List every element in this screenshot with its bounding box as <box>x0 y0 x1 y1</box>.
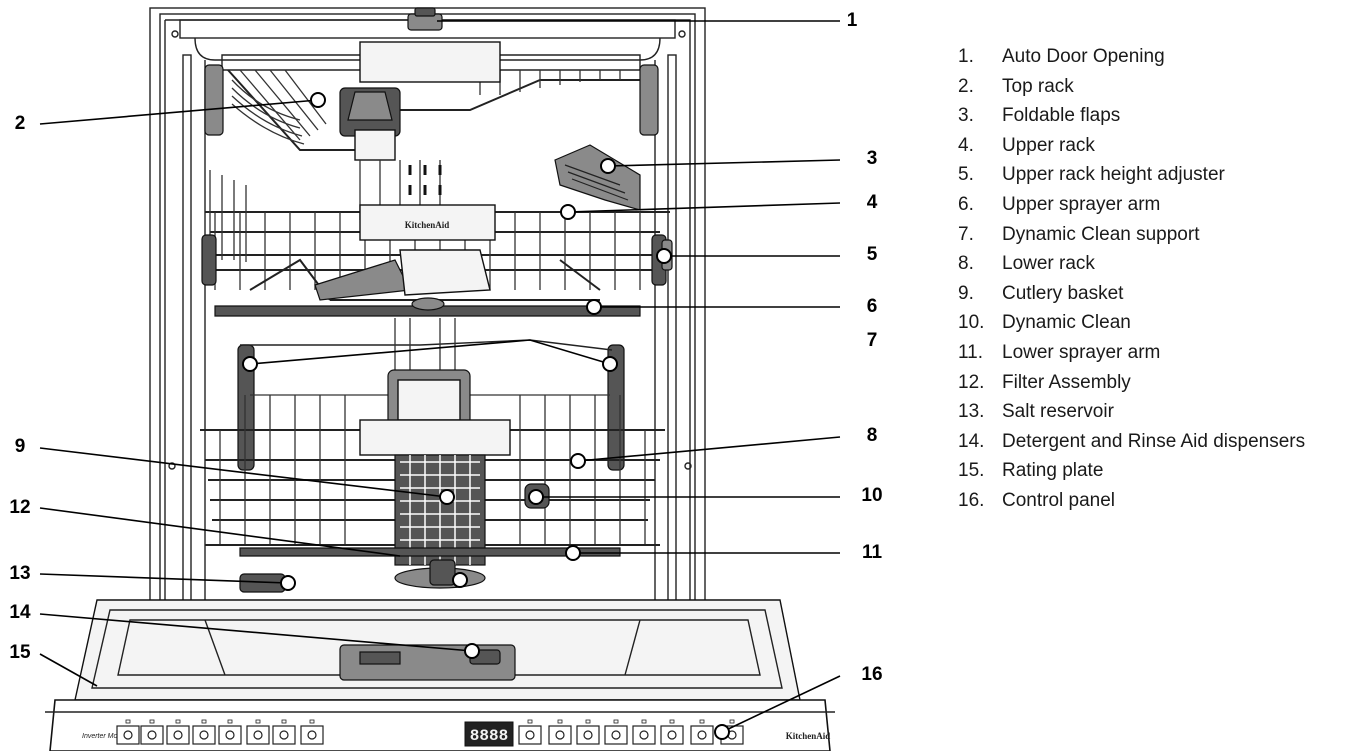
dynamic-clean-support <box>237 318 625 471</box>
drying-icon <box>576 719 600 745</box>
auto-door-opening <box>407 7 443 31</box>
legend-label: Detergent and Rinse Aid dispensers <box>1002 430 1306 452</box>
legend-label: Top rack <box>1002 75 1074 97</box>
callout-9: 9 <box>14 436 26 457</box>
legend-label: Rating plate <box>1002 460 1104 482</box>
eco-icon <box>140 719 164 745</box>
leader-lines <box>39 20 841 733</box>
legend-number: 1. <box>958 46 974 67</box>
display-digits: 8888 <box>470 727 508 745</box>
callout-13: 13 <box>9 563 31 584</box>
legend-label: Control panel <box>1002 489 1116 511</box>
half-load-icon <box>548 719 572 745</box>
legend-number: 6. <box>958 193 974 215</box>
inverter-motor-logo: Inverter Motor <box>82 733 126 740</box>
program-icon <box>166 719 190 745</box>
foldable-flaps <box>554 144 641 211</box>
legend-number: 8. <box>958 253 974 275</box>
legend-label: Foldable flaps <box>1002 105 1121 127</box>
upper-rack: KitchenAid <box>205 170 670 301</box>
legend-label: Upper rack height adjuster <box>1002 164 1225 186</box>
legend-label: Filter Assembly <box>1002 371 1131 393</box>
legend-number: 3. <box>958 105 974 127</box>
legend-item: 6. Upper sprayer arm <box>958 190 1305 220</box>
callout-7: 7 <box>866 330 878 351</box>
hand-icon <box>300 719 324 745</box>
legend-item: 2. Top rack <box>958 72 1305 102</box>
callout-dots <box>242 92 730 740</box>
legend-number: 11. <box>958 341 984 363</box>
callout-4: 4 <box>866 192 878 213</box>
door <box>74 599 801 701</box>
callout-10: 10 <box>861 485 883 506</box>
display-panel <box>464 721 514 747</box>
legend-label: Auto Door Opening <box>1002 46 1165 67</box>
callout-16: 16 <box>861 664 883 685</box>
legend-label: Lower rack <box>1002 253 1095 275</box>
turbo-icon <box>660 719 684 745</box>
legend-item: 1. Auto Door Opening <box>958 42 1305 72</box>
top-rack <box>204 41 659 220</box>
legend-number: 10. <box>958 312 985 334</box>
brand-label-panel: KitchenAid <box>786 731 831 741</box>
legend-label: Lower sprayer arm <box>1002 341 1161 363</box>
program-icon <box>192 719 216 745</box>
callout-2: 2 <box>14 113 26 134</box>
legend-item: 16. Control panel <box>958 486 1305 516</box>
legend-item: 9. Cutlery basket <box>958 279 1305 309</box>
legend-item: 10. Dynamic Clean <box>958 308 1305 338</box>
legend-number: 16. <box>958 489 985 511</box>
cutlery-basket <box>359 369 511 566</box>
legend-label: Upper rack <box>1002 134 1095 156</box>
callout-14: 14 <box>9 602 31 623</box>
legend-item: 11. Lower sprayer arm <box>958 338 1305 368</box>
dynamic-clean-icon <box>518 719 542 745</box>
callout-11: 11 <box>861 542 883 563</box>
callout-1: 1 <box>846 10 858 31</box>
callout-8: 8 <box>866 425 878 446</box>
callout-3: 3 <box>866 148 878 169</box>
program-icon <box>272 719 296 745</box>
parts-legend: 1. Auto Door Opening 2. Top rack 3. Foldable … <box>958 42 1305 516</box>
legend-item: 7. Dynamic Clean support <box>958 220 1305 250</box>
program-icon <box>218 719 242 745</box>
legend-label: Dynamic Clean support <box>1002 223 1200 245</box>
legend-item: 8. Lower rack <box>958 249 1305 279</box>
callout-15: 15 <box>9 642 31 663</box>
legend-number: 4. <box>958 134 974 156</box>
legend-item: 4. Upper rack <box>958 131 1305 161</box>
legend-number: 5. <box>958 164 974 186</box>
legend-label: Salt reservoir <box>1002 401 1114 423</box>
legend-number: 7. <box>958 223 974 245</box>
callout-12: 12 <box>9 497 31 518</box>
callout-6: 6 <box>866 296 878 317</box>
legend-number: 13. <box>958 401 985 423</box>
delay-icon <box>632 719 656 745</box>
legend-number: 14. <box>958 430 985 452</box>
legend-item: 14. Detergent and Rinse Aid dispensers <box>958 427 1305 457</box>
legend-number: 2. <box>958 75 974 97</box>
legend-label: Dynamic Clean <box>1002 312 1131 334</box>
control-panel: Inverter Motor 8888 KitchenAid <box>45 699 835 751</box>
legend-number: 12. <box>958 371 985 393</box>
legend-label: Upper sprayer arm <box>1002 193 1161 215</box>
legend-number: 15. <box>958 460 985 482</box>
legend-label: Cutlery basket <box>1002 282 1124 304</box>
legend-item: 5. Upper rack height adjuster <box>958 160 1305 190</box>
timer-icon <box>246 719 270 745</box>
extra-icon <box>604 719 628 745</box>
legend-item: 15. Rating plate <box>958 456 1305 486</box>
lock-icon <box>690 719 714 745</box>
legend-number: 9. <box>958 282 974 304</box>
callout-5: 5 <box>866 244 878 265</box>
upper-sprayer-arm <box>214 297 641 317</box>
brand-label-rack: KitchenAid <box>405 220 450 230</box>
lower-sprayer-arm <box>239 547 621 557</box>
legend-item: 12. Filter Assembly <box>958 368 1305 398</box>
legend-item: 3. Foldable flaps <box>958 101 1305 131</box>
power-icon <box>116 719 140 745</box>
legend-item: 13. Salt reservoir <box>958 397 1305 427</box>
